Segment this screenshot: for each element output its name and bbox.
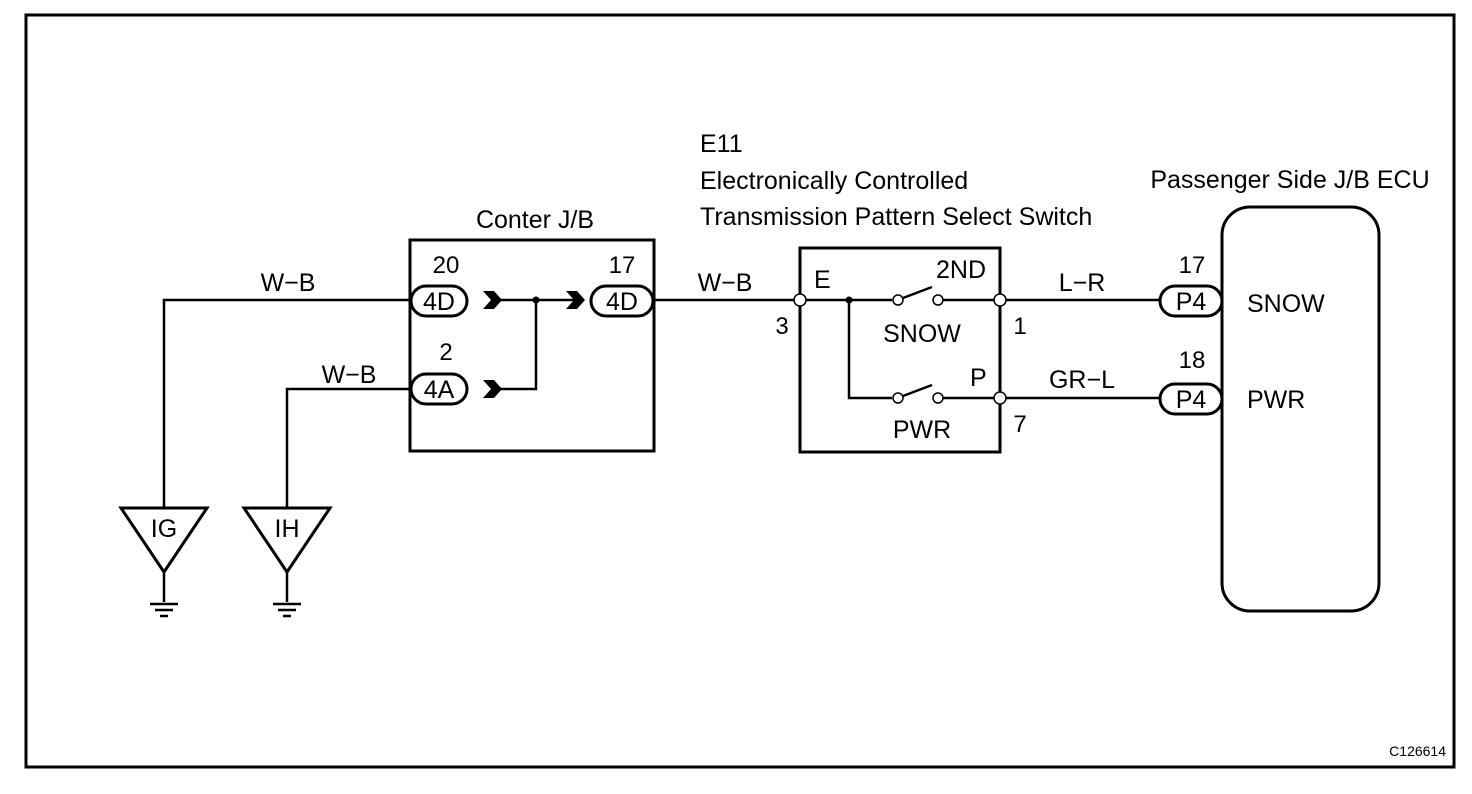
switch-blade-icon bbox=[902, 285, 933, 300]
connector-p4-snow bbox=[1158, 284, 1224, 318]
wire-label-snow: L−R bbox=[1059, 269, 1106, 297]
connector-4d-right-label: 4D bbox=[606, 288, 638, 316]
wire-label-ih: W−B bbox=[322, 361, 377, 389]
switch-blade-icon bbox=[902, 383, 933, 398]
center-jb-title: Conter J/B bbox=[476, 206, 594, 234]
terminal-male-icon bbox=[566, 291, 585, 309]
ground-ih-label: IH bbox=[275, 515, 300, 543]
ground-ig: IG bbox=[118, 298, 410, 618]
switch-id: E11 bbox=[700, 130, 743, 158]
terminal-1-icon bbox=[993, 293, 1007, 307]
splice-dot bbox=[845, 296, 853, 304]
contact-icon bbox=[892, 392, 904, 404]
pin-17-ecu: 17 bbox=[1179, 252, 1206, 279]
pattern-select-switch: E11 Electronically Controlled Transmissi… bbox=[700, 130, 1092, 454]
splice-dot bbox=[532, 296, 540, 304]
ecu-pwr-label: PWR bbox=[1247, 386, 1305, 414]
center-jb: Conter J/B 4D 20 4A 2 4D 17 bbox=[408, 206, 656, 453]
terminal-e-label: E bbox=[814, 266, 831, 294]
connector-4d-left-label: 4D bbox=[423, 288, 455, 316]
figure-code: C126614 bbox=[1389, 743, 1446, 759]
terminal-3-icon bbox=[793, 293, 807, 307]
connector-p4-snow-label: P4 bbox=[1176, 288, 1207, 316]
pin-20: 20 bbox=[433, 252, 460, 279]
terminal-2nd-label: 2ND bbox=[936, 256, 986, 284]
ground-ih-icon bbox=[271, 602, 303, 618]
connector-4a bbox=[409, 372, 469, 406]
passenger-jb-ecu: Passenger Side J/B ECU P4 17 SNOW P4 18 … bbox=[1150, 166, 1430, 613]
pin-3: 3 bbox=[775, 313, 788, 340]
terminal-7-icon bbox=[993, 391, 1007, 405]
pin-2: 2 bbox=[439, 339, 452, 366]
ground-ig-icon bbox=[148, 602, 180, 618]
contact-snow-label: SNOW bbox=[883, 320, 961, 348]
connector-4a-label: 4A bbox=[424, 376, 455, 404]
contact-icon bbox=[932, 294, 944, 306]
ecu-snow-label: SNOW bbox=[1247, 290, 1325, 318]
wire-label-jb-switch: W−B bbox=[698, 269, 753, 297]
diagram-frame bbox=[24, 13, 1456, 769]
ground-ig-label: IG bbox=[151, 515, 177, 543]
terminal-p-label: P bbox=[970, 364, 987, 392]
wire-label-pwr: GR−L bbox=[1049, 366, 1115, 394]
connector-p4-pwr-label: P4 bbox=[1176, 386, 1207, 414]
terminal-female-icon bbox=[483, 291, 502, 309]
connector-4d-right bbox=[589, 284, 655, 318]
pin-18-ecu: 18 bbox=[1179, 347, 1206, 374]
ground-ih: IH bbox=[241, 387, 410, 618]
contact-icon bbox=[932, 392, 944, 404]
connector-4d-left bbox=[409, 284, 469, 318]
contact-icon bbox=[892, 294, 904, 306]
contact-pwr-label: PWR bbox=[893, 416, 951, 444]
switch-name-line1: Electronically Controlled bbox=[700, 167, 968, 195]
switch-name-line2: Transmission Pattern Select Switch bbox=[700, 203, 1092, 231]
connector-p4-pwr bbox=[1158, 382, 1224, 416]
pin-17-jb: 17 bbox=[609, 252, 636, 279]
pin-1: 1 bbox=[1013, 313, 1026, 340]
ecu-title: Passenger Side J/B ECU bbox=[1150, 166, 1429, 194]
wire-label-ig: W−B bbox=[261, 269, 316, 297]
pin-7: 7 bbox=[1013, 411, 1026, 438]
terminal-female-icon bbox=[483, 380, 502, 398]
